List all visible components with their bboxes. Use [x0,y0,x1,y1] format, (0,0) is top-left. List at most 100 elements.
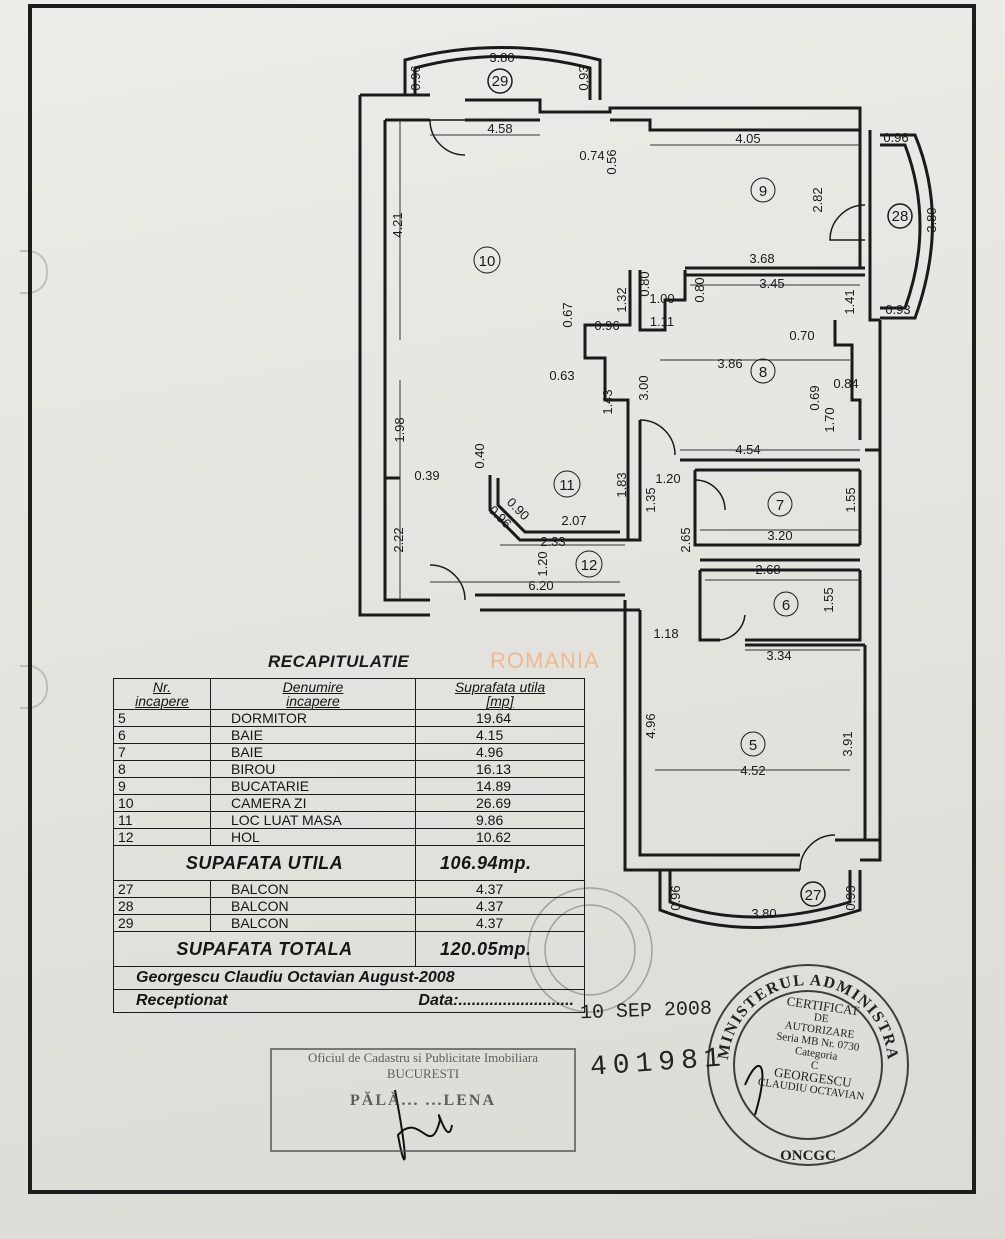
door-6 [719,614,746,641]
dimension-label: 4.54 [735,442,760,457]
dimension-label: 2.82 [810,187,825,212]
cell-name: BAIE [210,743,416,761]
cell-name: LOC LUAT MASA [210,811,416,829]
dimension-label: 1.00 [649,291,674,306]
wall-11 [626,420,642,542]
room-label: 12 [581,557,598,574]
room-label: 10 [479,253,496,270]
door-entry [429,564,466,601]
dimension-label: 3.20 [767,528,792,543]
cell-nr: 10 [113,794,211,812]
dimension-label: 1.55 [843,487,858,512]
door-5-27 [799,834,836,871]
room-label: 8 [759,364,767,381]
received-cell: Receptionat Data:.......................… [113,989,585,1013]
balcony-28 [880,133,934,320]
wall-7-6 [700,558,860,572]
wall-west-inner [383,120,430,602]
dimension-label: 1.83 [614,472,629,497]
dimension-label: 0.93 [843,885,858,910]
balcony-28-inner [880,143,922,310]
dimension-label: 2.33 [540,534,565,549]
dimension-label: 4.96 [643,713,658,738]
date-label: Data:.......................... [418,992,574,1009]
cell-nr: 11 [113,811,211,829]
wall-east-8 [833,320,862,440]
cell-nr: 9 [113,777,211,795]
balcony-27-inner [668,870,852,919]
dimension-label: 1.70 [822,407,837,432]
room-label: 11 [559,477,575,494]
cell-nr: 12 [113,828,211,846]
wall-north-10 [360,93,430,122]
balcony-29 [403,46,602,100]
office-stamp-line1: Oficiul de Cadastru si Publicitate Imobi… [308,1050,538,1065]
door-9-28 [829,204,866,241]
dimension-label: 0.80 [637,271,652,296]
grand-total-label: SUPAFATA TOTALA [113,931,416,967]
wall-east-9 [840,128,862,268]
dimension-label: 2.07 [561,513,586,528]
dimension-label: 3.00 [636,375,651,400]
dimension-label: 0.70 [789,328,814,343]
balcony-27 [658,870,862,929]
room-label: 9 [759,183,767,200]
dimension-label: 0.63 [549,368,574,383]
seal-signature [744,1064,764,1116]
seal-bottom-text: ONCGC [780,1148,836,1164]
dimension-label: 3.86 [717,356,742,371]
cell-area: 4.15 [415,726,585,744]
dimension-label: 3.68 [749,251,774,266]
header-area: Suprafata utila [mp] [415,678,585,710]
recap-title: RECAPITULATIE [268,652,410,671]
dimension-label: 1.98 [392,417,407,442]
door-7 [694,479,726,511]
wall-7 [693,470,862,547]
wall-5 [623,600,800,872]
room-label: 27 [805,887,822,904]
util-total-value: 106.94mp. [415,845,585,881]
dimension-label: 1.55 [821,587,836,612]
table-header-row: Nr. incapere Denumire incapere Suprafata… [113,678,585,710]
cell-area: 10.62 [415,828,585,846]
wall-9-8-step [638,270,687,332]
dimension-label: 3.80 [924,207,939,232]
wall-east-5 [835,645,880,842]
dimension-label: 0.56 [604,149,619,174]
dimension-label: 6.20 [528,578,553,593]
dimension-label: 4.58 [487,121,512,136]
office-stamp-line2: BUCURESTI [386,1066,460,1081]
dimension-label: 1.11 [650,314,674,329]
dimension-label: 0.39 [414,468,439,483]
dimension-label: 3.80 [489,50,514,65]
wall-north-inner [465,118,860,132]
dimension-label: 0.96 [594,318,619,333]
date-stamp: 10 SEP 2008 [579,997,713,1026]
balcony-29-inner [413,55,592,100]
cell-nr: 8 [113,760,211,778]
dimension-label: 2.65 [678,527,693,552]
wall-9-8 [685,266,865,277]
door-10-29 [429,119,466,156]
received-label: Receptionat [136,992,228,1009]
cell-area: 9.86 [415,811,585,829]
dimension-label: 2.22 [391,527,406,552]
room-label: 6 [782,597,790,614]
wall-east-lower [860,448,882,862]
watermark-text: ROMANIA [490,648,600,673]
author-row: Georgescu Claudiu Octavian August-2008 [113,966,585,990]
dimension-label: 0.96 [668,885,683,910]
util-total-label: SUPAFATA UTILA [113,845,416,881]
dimension-label: 4.21 [390,212,405,237]
cell-nr: 6 [113,726,211,744]
dimension-label: 3.80 [751,906,776,921]
dimension-label: 0.74 [579,148,604,163]
cell-name: BALCON [210,897,416,915]
cell-name: BUCATARIE [210,777,416,795]
dimension-label: 3.45 [759,276,784,291]
signature [394,1089,453,1161]
wall-8-7 [680,458,860,472]
